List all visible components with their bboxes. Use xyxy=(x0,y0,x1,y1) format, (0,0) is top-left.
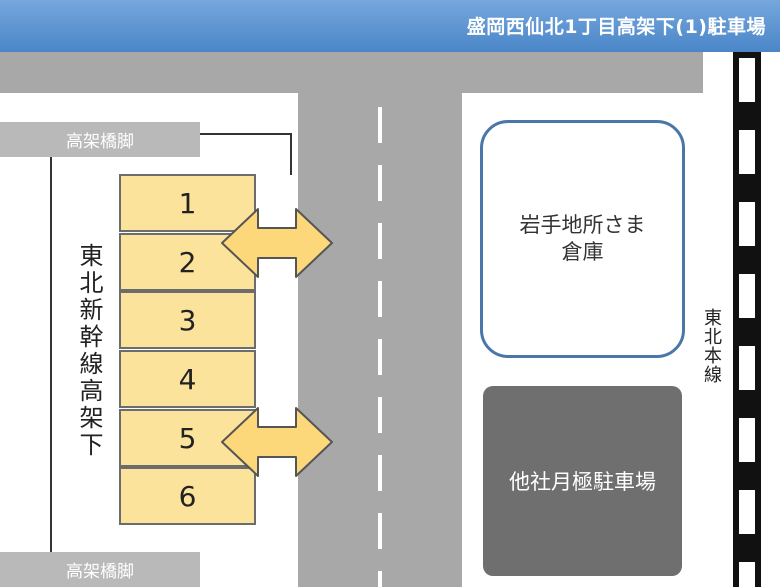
map-title: 盛岡西仙北1丁目高架下(1)駐車場 xyxy=(466,16,766,38)
bracket-line-horizontal xyxy=(200,133,292,135)
railway-label: 東北本線 xyxy=(701,308,722,384)
viaduct-boundary-line xyxy=(50,157,52,552)
warehouse-label-line1: 岩手地所さま xyxy=(519,212,646,237)
parking-space-6[interactable]: 6 xyxy=(119,467,256,525)
other-parking-label: 他社月極駐車場 xyxy=(509,470,656,494)
entrance-arrow-icon xyxy=(221,208,333,278)
railway-track xyxy=(733,52,761,587)
pier-label-bottom: 高架橋脚 xyxy=(0,552,200,587)
warehouse-building: 岩手地所さま 倉庫 xyxy=(480,120,685,358)
pier-label-top: 高架橋脚 xyxy=(0,122,200,157)
title-bar xyxy=(0,0,780,52)
parking-space-4[interactable]: 4 xyxy=(119,350,256,408)
parking-space-1[interactable]: 1 xyxy=(119,174,256,232)
bracket-line-vertical xyxy=(290,133,292,175)
parking-space-3[interactable]: 3 xyxy=(119,291,256,349)
other-monthly-parking: 他社月極駐車場 xyxy=(483,386,682,576)
viaduct-label: 東北新幹線高架下 xyxy=(75,243,103,459)
warehouse-label-line2: 倉庫 xyxy=(561,240,604,264)
road-center-line xyxy=(378,107,382,587)
entrance-arrow-icon xyxy=(221,407,333,477)
